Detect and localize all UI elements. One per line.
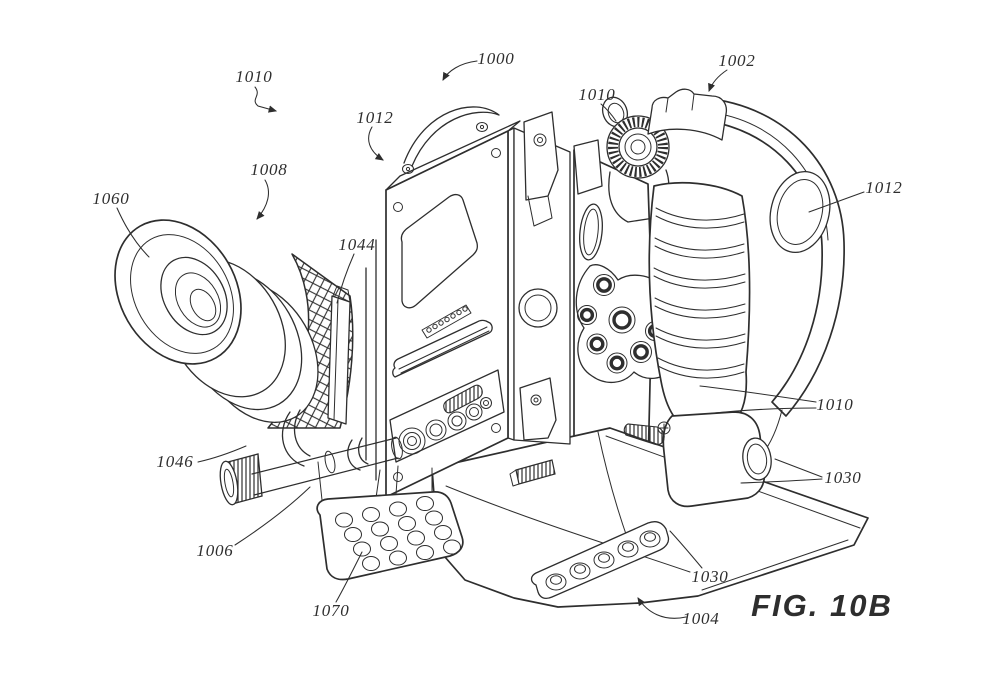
ref-label-1030-right: 1030 [824,468,862,487]
ref-label-1008: 1008 [250,160,288,179]
ref-label-1046: 1046 [156,452,194,471]
handle-grip-drawing [623,170,831,508]
ref-label-1010-right: 1010 [816,395,854,414]
front-panel-drawing [365,106,521,519]
ref-label-1070: 1070 [312,601,350,620]
shoulder-pad-drawing [316,491,464,581]
ref-label-1012-right: 1012 [865,178,903,197]
leader-lines [116,60,865,619]
eyepiece-drawing [114,219,354,429]
ref-label-1002: 1002 [718,51,756,70]
ref-label-1006: 1006 [196,541,234,560]
ref-label-1010-top-left: 1010 [235,67,273,86]
base-plate-drawing [431,427,869,608]
ref-label-1010-knob: 1010 [578,85,616,104]
rod-and-bracket-drawing [219,409,403,506]
handle-top-mount-drawing [647,88,728,141]
ref-label-1030-lower: 1030 [691,567,729,586]
ref-label-1000: 1000 [477,49,515,68]
ref-label-1004: 1004 [682,609,720,628]
ref-label-1060: 1060 [92,189,130,208]
figure-caption: FIG. 10B [751,588,893,623]
ref-label-1012-left: 1012 [356,108,394,127]
ref-label-1044: 1044 [338,235,376,254]
camera-mid-section-drawing [507,111,603,445]
